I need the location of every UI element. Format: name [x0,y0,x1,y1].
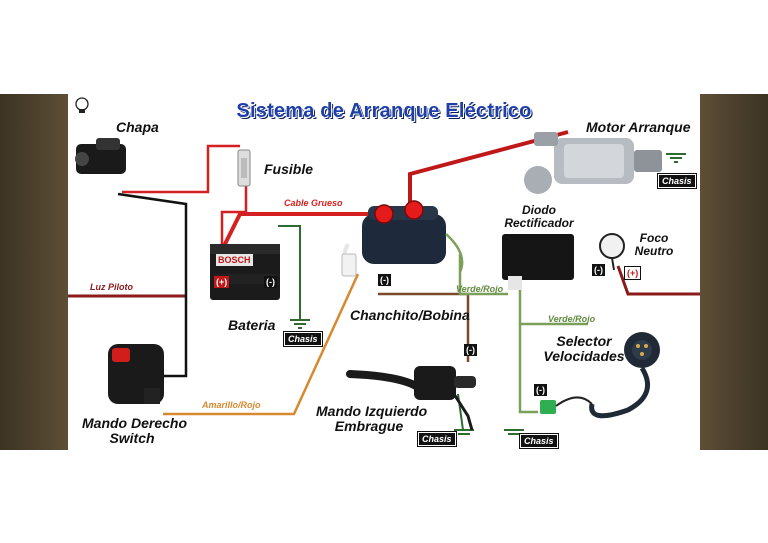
ground-symbol-bateria [290,319,310,329]
foco-negative-tag: (-) [592,264,605,276]
wire-label-amarillo-rojo: Amarillo/Rojo [202,400,261,410]
wiring-diagram-svg [68,97,700,435]
label-chapa: Chapa [116,119,159,135]
label-mando-der-line1: Mando Derecho [82,415,188,431]
motor-arranque-icon [524,132,662,194]
diagram-title: Sistema de Arranque Eléctrico [236,100,532,122]
wire-cable-grueso [222,212,380,247]
lightbulb-icon [75,97,89,113]
wire-chanchito-mando [378,292,470,362]
label-foco-line2: Neutro [634,244,674,258]
left-side-background [0,94,68,450]
bateria-icon [210,244,280,300]
wire-motor-arranque [408,130,569,214]
wire-chapa-switch [117,192,188,378]
chasis-tag-bateria: Chasis [283,331,323,347]
ground-symbol-selector [504,429,524,435]
wire-foco-neutro [616,265,700,296]
wire-bateria-chasis [278,225,301,320]
chasis-tag-motor: Chasis [657,173,697,189]
selector-velocidades-icon [540,332,660,419]
mando-derecho-switch-icon [108,344,164,404]
label-selector: Selector Velocidades [542,334,626,364]
chasis-tag-selector: Chasis [519,433,559,449]
diagram-panel: Sistema de Arranque Eléctrico Chapa Fusi… [68,94,700,450]
label-selector-line2: Velocidades [543,348,625,364]
fusible-icon [237,149,251,187]
bateria-positive-terminal: (+) [214,276,230,288]
ground-symbol-mando [454,429,474,435]
mando-izquierdo-icon [346,366,476,431]
ground-symbol-motor [666,153,686,163]
wire-label-verde-rojo-2: Verde/Rojo [548,314,596,324]
wire-label-verde-rojo-1: Verde/Rojo [456,284,504,294]
chapa-ignition-icon [75,138,126,174]
selector-negative-tag: (-) [534,384,547,396]
chanchito-bobina-icon [341,200,464,277]
label-mando-izquierdo: Mando Izquierdo Embrague [316,403,428,434]
wire-verde-rojo-1 [458,254,508,296]
wire-chapa-fusible [122,144,240,194]
label-foco-neutro: Foco Neutro [632,232,676,258]
foco-positive-tag: (+) [624,266,642,280]
wire-selector-chasis [518,324,538,414]
label-selector-line1: Selector [556,333,612,349]
label-chanchito-bobina: Chanchito/Bobina [350,307,470,323]
label-mando-der-line2: Switch [109,430,155,446]
chasis-tag-mando: Chasis [417,431,457,447]
diodo-rectificador-icon [502,234,574,290]
wire-label-cable-grueso: Cable Grueso [284,198,343,208]
wire-amarillo-rojo [163,273,360,416]
right-side-background [700,94,768,450]
battery-brand: BOSCH [216,254,253,266]
chanchito-negative-tag: (-) [378,274,391,286]
bateria-negative-terminal: (-) [264,276,277,288]
label-mando-derecho: Mando Derecho Switch [82,415,188,446]
label-mando-izq-line2: Embrague [334,418,404,434]
wire-label-luz-piloto: Luz Piloto [90,282,133,292]
label-diodo: Diodo Rectificador [502,204,576,230]
label-bateria: Bateria [228,317,276,333]
label-diodo-line1: Diodo [522,203,556,217]
mando-izq-negative-tag: (-) [464,344,477,356]
label-motor-arranque: Motor Arranque [586,119,691,135]
wire-fusible-bateria [220,186,248,244]
label-diodo-line2: Rectificador [504,216,574,230]
foco-neutro-icon [599,233,625,271]
label-foco-line1: Foco [639,231,669,245]
label-mando-izq-line1: Mando Izquierdo [316,403,428,419]
label-fusible: Fusible [264,161,314,177]
